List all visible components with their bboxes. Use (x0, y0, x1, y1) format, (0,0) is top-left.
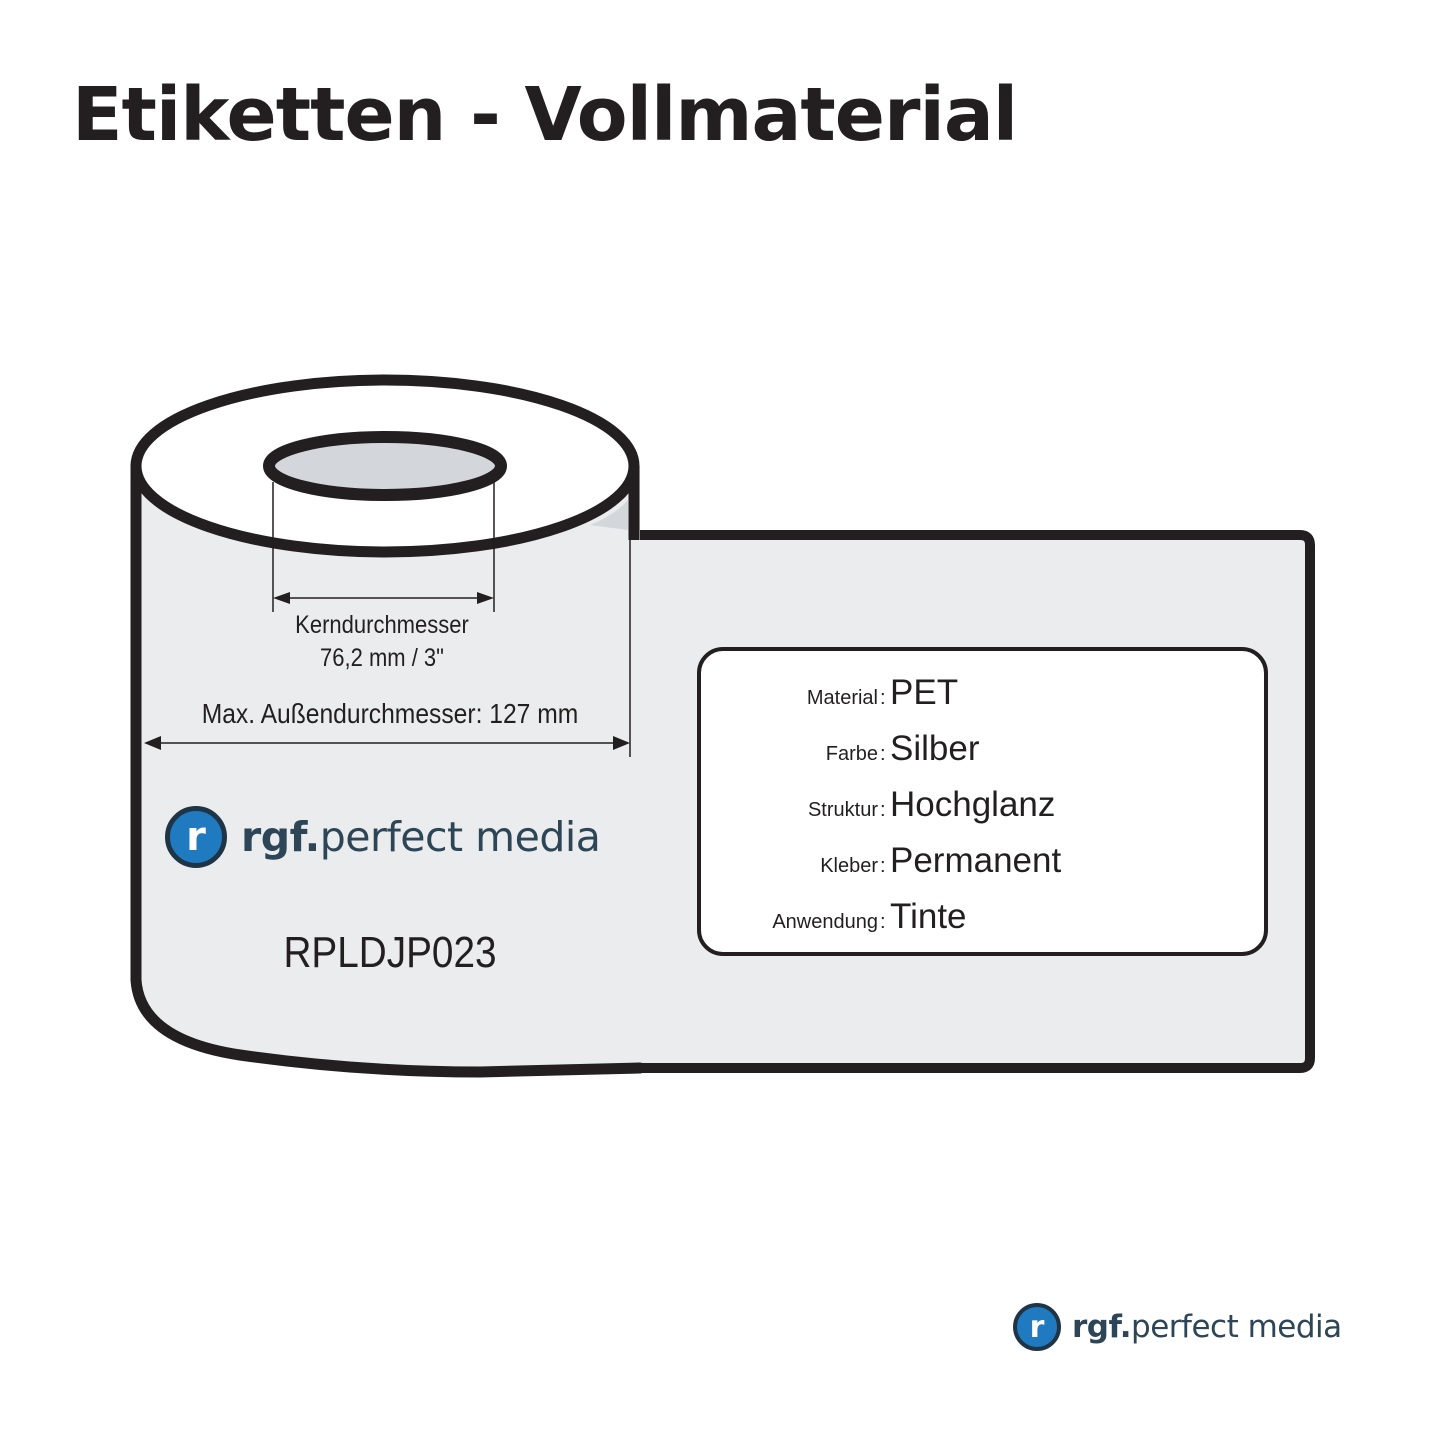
spec-key: Material (806, 687, 878, 709)
spec-row-kleber: Kleber : Permanent (701, 841, 1061, 881)
outer-diameter-label: Max. Außendurchmesser: 127 mm (201, 698, 579, 729)
page-title: Etiketten - Vollmaterial (72, 72, 1018, 158)
roll-body (136, 466, 640, 1070)
spec-separator: : (880, 855, 886, 877)
brand-name-light: perfect media (319, 813, 601, 861)
brand-name: rgf.perfect media (241, 813, 601, 861)
spec-separator: : (880, 687, 886, 709)
arrow-left-icon (273, 592, 290, 604)
spec-row-farbe: Farbe : Silber (701, 729, 980, 769)
arrow-right-icon (477, 592, 494, 604)
spec-separator: : (880, 911, 886, 933)
spec-key: Anwendung (772, 911, 878, 933)
brand-name-bold: rgf. (241, 813, 320, 861)
spec-key: Farbe (825, 743, 878, 765)
spec-key: Struktur (807, 799, 878, 821)
core-diameter-value: 76,2 mm / 3" (320, 644, 444, 672)
brand-name: rgf.perfect media (1072, 1309, 1342, 1345)
spec-row-material: Material : PET (701, 673, 958, 713)
spec-value: Hochglanz (890, 785, 1056, 824)
arrow-left-icon (144, 736, 161, 750)
brand-name-light: perfect media (1131, 1309, 1342, 1345)
brand-mark-icon: r (165, 806, 227, 868)
spec-separator: : (880, 743, 886, 765)
core-diameter-label: Kerndurchmesser (295, 611, 469, 639)
roll-shadow (590, 500, 628, 530)
product-sku: RPLDJP023 (283, 928, 497, 977)
spec-row-anwendung: Anwendung : Tinte (701, 897, 967, 937)
arrow-right-icon (613, 736, 630, 750)
brand-mark-icon: r (1013, 1303, 1061, 1351)
roll-core (263, 431, 507, 501)
roll-outline-left (130, 460, 646, 1078)
spec-key: Kleber (820, 855, 878, 877)
spec-separator: : (880, 799, 886, 821)
brand-logo: r rgf.perfect media (165, 806, 601, 868)
spec-value: Silber (890, 729, 980, 768)
spec-row-struktur: Struktur : Hochglanz (701, 785, 1055, 825)
spec-value: Permanent (890, 841, 1062, 880)
spec-panel: Material : PET Farbe : Silber Struktur :… (697, 647, 1268, 956)
spec-value: Tinte (890, 897, 967, 936)
footer-brand-logo: r rgf.perfect media (1013, 1303, 1342, 1351)
brand-name-bold: rgf. (1072, 1309, 1132, 1345)
spec-value: PET (890, 673, 959, 712)
